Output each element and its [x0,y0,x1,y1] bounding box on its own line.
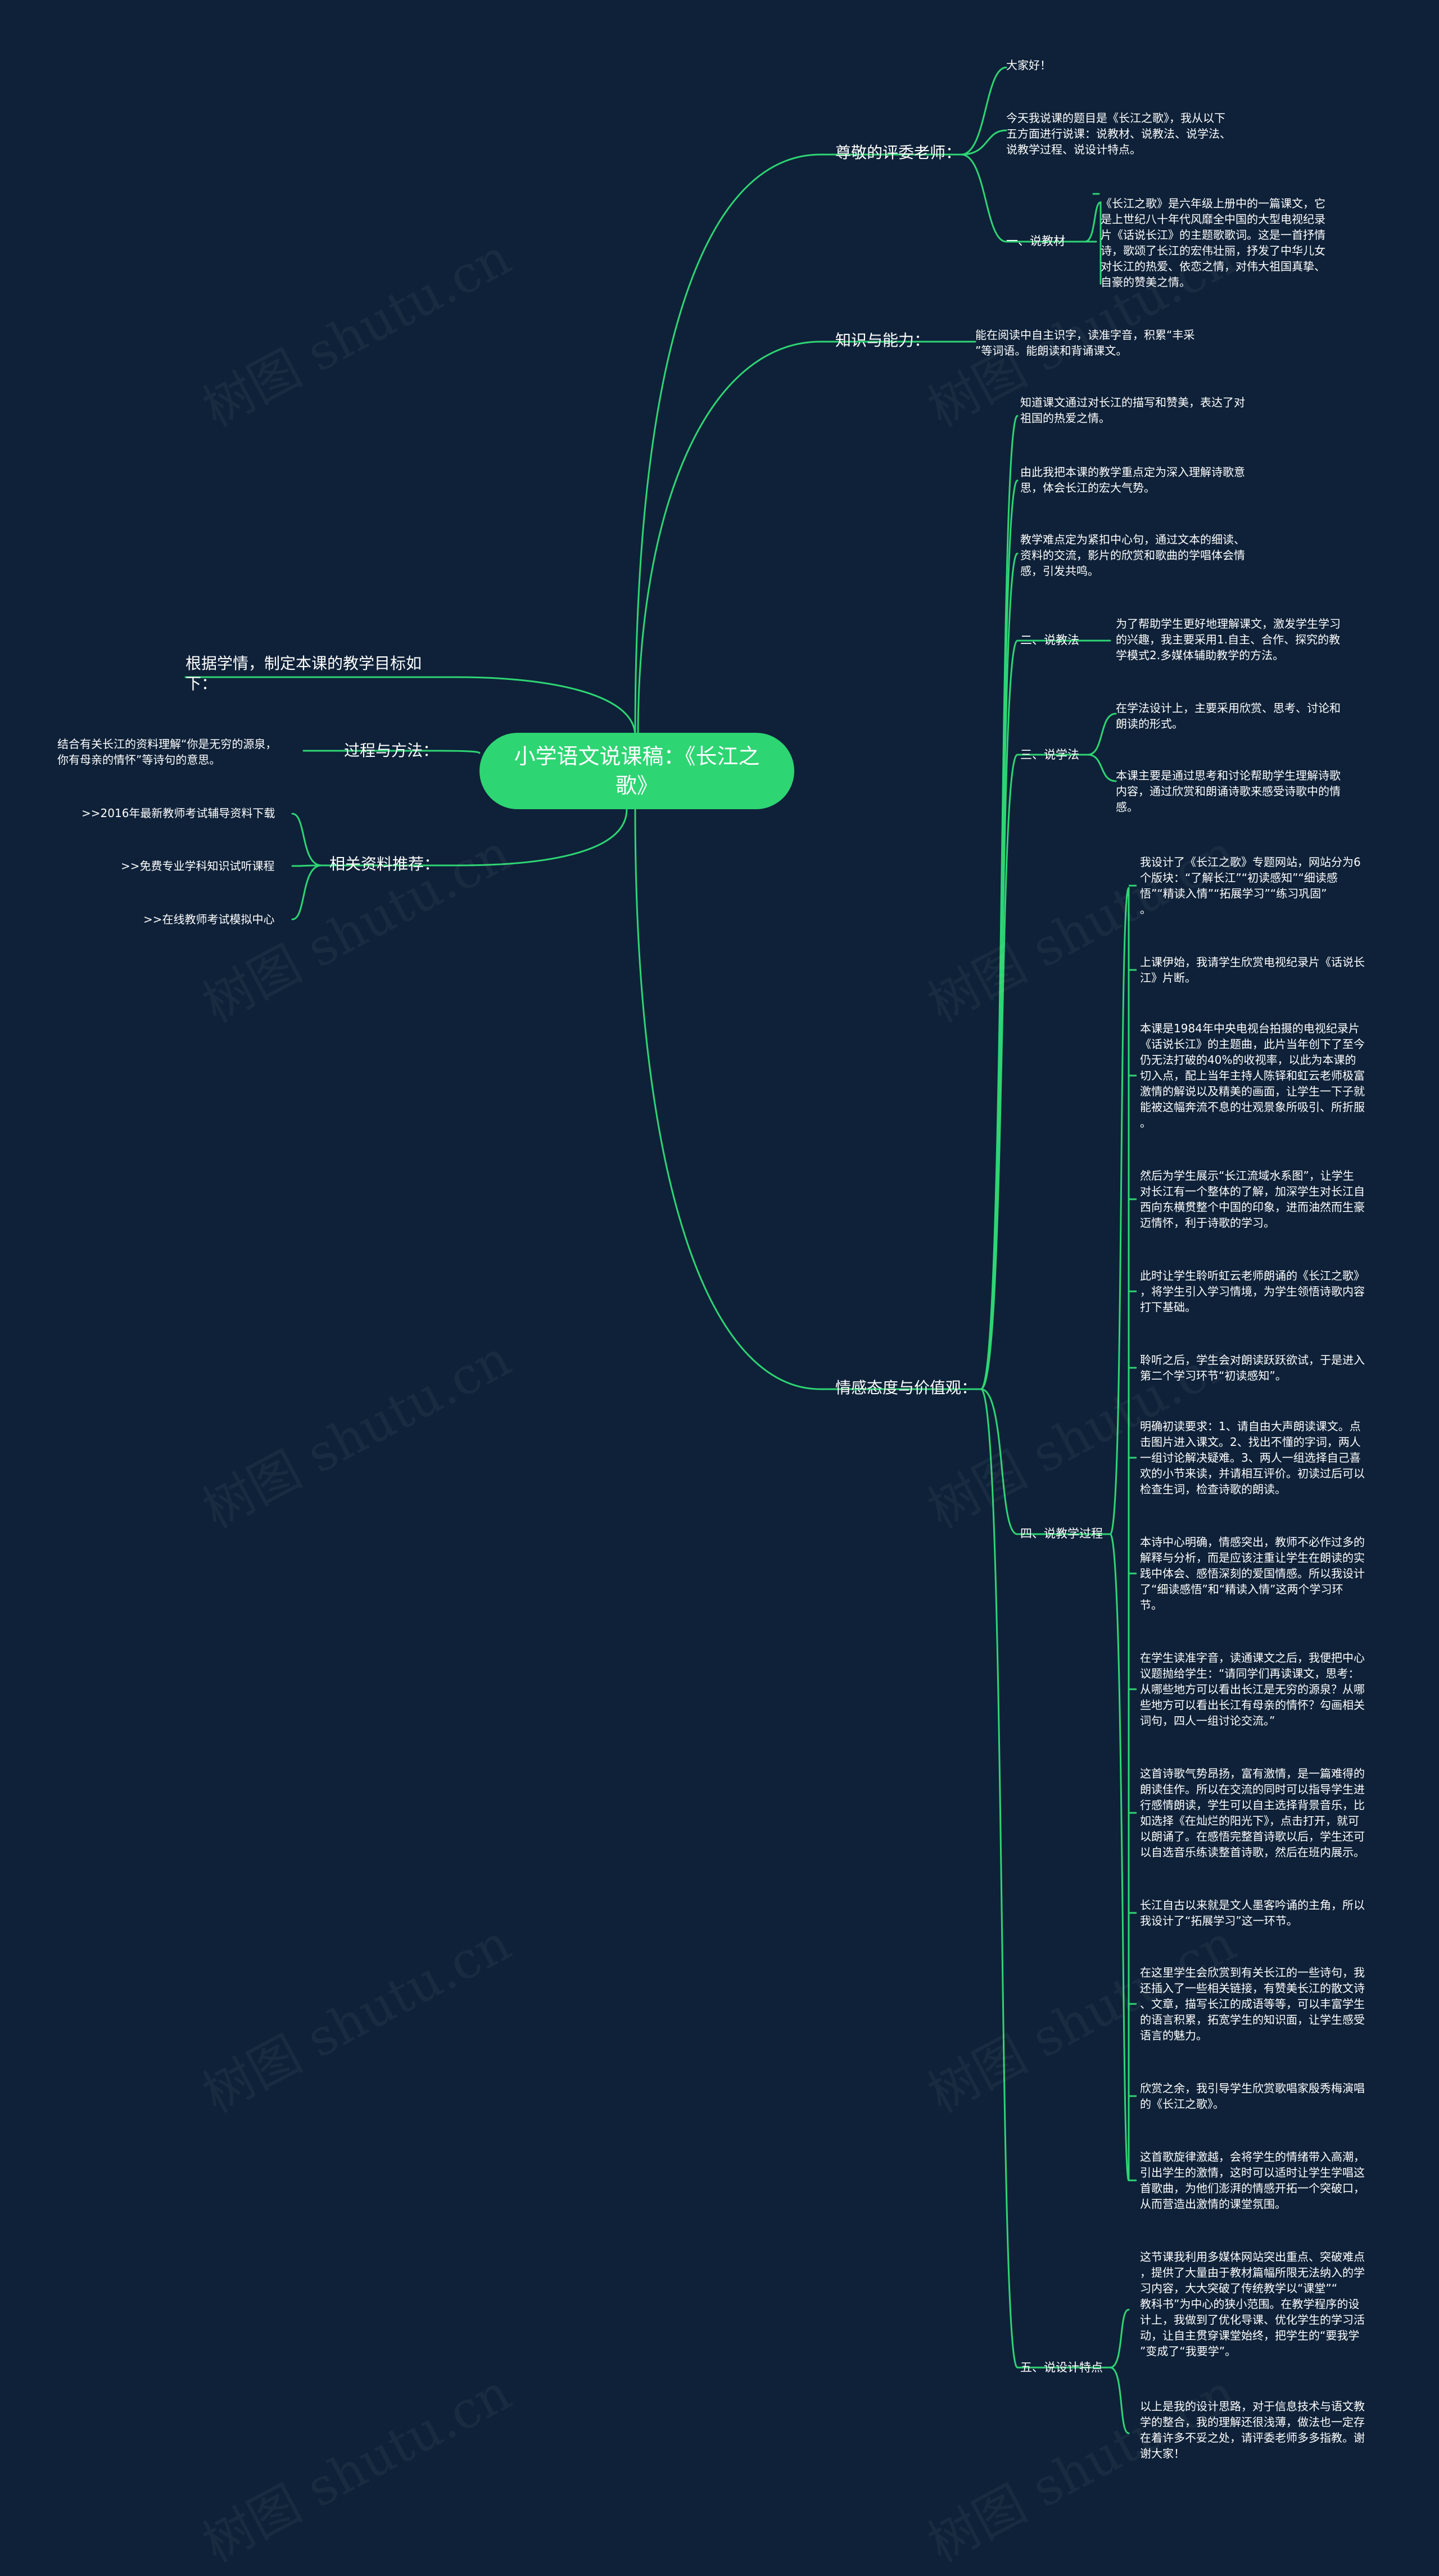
process-item: 这首诗歌气势昂扬，富有激情，是一篇难得的 朗读佳作。所以在交流的同时可以指导学生… [1140,1767,1365,1859]
process-item: 本课是1984年中央电视台拍摄的电视纪录片 《话说长江》的主题曲，此片当年创下了… [1140,1022,1365,1130]
branch-emotion-label[interactable]: 情感态度与价值观： [835,1378,978,1397]
process-item: 本诗中心明确，情感突出，教师不必作过多的 解释与分析，而是应该注重让学生在朗读的… [1140,1535,1365,1612]
root-node[interactable]: 小学语文说课稿：《长江之歌》 [479,733,794,809]
emotion-item: 教学难点定为紧扣中心句，通过文本的细读、 资料的交流，影片的欣赏和歌曲的学唱体会… [1020,533,1245,578]
branch-resources-label[interactable]: 相关资料推荐： [329,855,440,873]
process-item: 明确初读要求：1、请自由大声朗读课文。点 击图片进入课文。2、找出不懂的字词，两… [1140,1419,1365,1496]
link-emotion [634,808,822,1390]
resource-link[interactable]: >>2016年最新教师考试辅导资料下载 [82,806,275,820]
knowledge-text: 能在阅读中自主识字，读准字音，积累“丰采 ”等词语。能朗读和背诵课文。 [975,328,1195,357]
connector-lines [184,66,1137,2434]
emotion-item: 由此我把本课的教学重点定为深入理解诗歌意 思，体会长江的宏大气势。 [1020,465,1245,495]
method-text: 为了帮助学生更好地理解课文，激发学生学习 的兴趣，我主要采用1.自主、合作、探究… [1116,617,1341,662]
process-item: 长江自古以来就是文人墨客吟诵的主角，所以 我设计了“拓展学习”这一环节。 [1140,1898,1365,1928]
greeting-item: 今天我说课的题目是《长江之歌》，我从以下 五方面进行说课：说教材、说教法、说学法… [1006,111,1231,156]
process-item: 我设计了《长江之歌》专题网站，网站分为6 个版块：“了解长江”“初读感知”“细读… [1140,855,1361,916]
link-goal [457,676,636,737]
branch-process-method-label[interactable]: 过程与方法： [344,741,439,760]
link-resources [457,808,628,867]
process-item: 这首歌旋律激越，会将学生的情绪带入高潮， 引出学生的激情，这时可以适时让学生学唱… [1140,2150,1365,2211]
sub-label-process[interactable]: 四、说教学过程 [1020,1527,1103,1540]
process-item: 然后为学生展示“长江流域水系图”，让学生 对长江有一个整体的了解，加深学生对长江… [1140,1169,1365,1230]
design-item: 以上是我的设计思路，对于信息技术与语文教 学的整合，我的理解还很浅薄，做法也一定… [1140,2400,1365,2460]
study-item: 本课主要是通过思考和讨论帮助学生理解诗歌 内容，通过欣赏和朗诵诗歌来感受诗歌中的… [1116,769,1341,814]
greeting-item: 大家好！ [1006,58,1051,72]
process-item: 欣赏之余，我引导学生欣赏歌唱家殷秀梅演唱 的《长江之歌》。 [1140,2081,1365,2111]
link-knowledge [637,341,822,737]
branch-greeting-label[interactable]: 尊敬的评委老师： [835,143,962,162]
link-greeting [634,153,822,737]
resource-link[interactable]: >>在线教师考试模拟中心 [143,913,275,926]
process-item: 上课伊始，我请学生欣赏电视纪录片《话说长 江》片断。 [1140,955,1365,985]
link-process-method [437,750,481,754]
design-item: 这节课我利用多媒体网站突出重点、突破难点 ，提供了大量由于教材篇幅所限无法纳入的… [1140,2250,1365,2358]
sub-label-study[interactable]: 三、说学法 [1020,748,1079,761]
process-item: 在学生读准字音，读通课文之后，我便把中心 议题抛给学生：“请同学们再读课文，思考… [1140,1651,1365,1727]
emotion-item: 知道课文通过对长江的描写和赞美，表达了对 祖国的热爱之情。 [1020,396,1245,425]
textbook-text: 《长江之歌》是六年级上册中的一篇课文，它 是上世纪八十年代风靡全中国的大型电视纪… [1101,197,1325,289]
process-item: 在这里学生会欣赏到有关长江的一些诗句，我 还插入了一些相关链接，有赞美长江的散文… [1140,1966,1365,2042]
process-item: 此时让学生聆听虹云老师朗诵的《长江之歌》 ，将学生引入学习情境，为学生领悟诗歌内… [1140,1269,1365,1314]
sub-label-method[interactable]: 二、说教法 [1020,633,1079,647]
study-item: 在学法设计上，主要采用欣赏、思考、讨论和 朗读的形式。 [1116,701,1341,731]
process-method-text: 结合有关长江的资料理解“你是无穷的源泉， 你有母亲的情怀”等诗句的意思。 [57,737,277,767]
branch-goal-label[interactable]: 根据学情，制定本课的教学目标如 下： [185,654,422,693]
resource-link[interactable]: >>免费专业学科知识试听课程 [121,859,275,873]
branch-knowledge-label[interactable]: 知识与能力： [835,331,930,350]
sub-label-textbook[interactable]: 一、说教材 [1006,234,1065,248]
sub-label-design[interactable]: 五、说设计特点 [1020,2361,1103,2374]
process-item: 聆听之后，学生会对朗读跃跃欲试，于是进入 第二个学习环节“初读感知”。 [1140,1353,1365,1382]
